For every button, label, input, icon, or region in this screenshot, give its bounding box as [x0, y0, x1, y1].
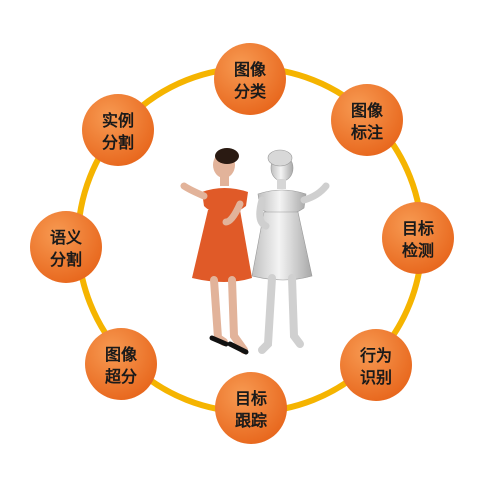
node-circle [214, 43, 286, 115]
node-label-line: 跟踪 [235, 411, 267, 430]
node-circle [85, 328, 157, 400]
node-circle [215, 372, 287, 444]
node-label-line: 语义 [50, 228, 82, 247]
node-label-line: 超分 [104, 367, 137, 386]
node-label-line: 分割 [102, 133, 134, 152]
node-circle [382, 202, 454, 274]
node-label-line: 目标 [235, 389, 267, 408]
node-label-line: 标注 [350, 123, 383, 142]
node-circle [340, 329, 412, 401]
node-label-line: 图像 [351, 101, 384, 120]
node-label-line: 检测 [402, 241, 434, 260]
node-label-line: 分类 [234, 82, 267, 101]
node-label-line: 图像 [105, 345, 138, 364]
woman-3d-model-figure [251, 149, 330, 354]
node-circle [331, 84, 403, 156]
center-illustration [180, 148, 330, 355]
woman-orange-dress-figure [180, 148, 252, 355]
node-circle [82, 94, 154, 166]
node-label-line: 识别 [360, 368, 392, 387]
node-label-line: 分割 [50, 250, 82, 269]
node-label-line: 实例 [102, 111, 134, 130]
node-circle [30, 211, 102, 283]
node-label-line: 目标 [402, 219, 434, 238]
node-label-line: 图像 [234, 60, 267, 79]
node-label-line: 行为 [359, 346, 392, 365]
